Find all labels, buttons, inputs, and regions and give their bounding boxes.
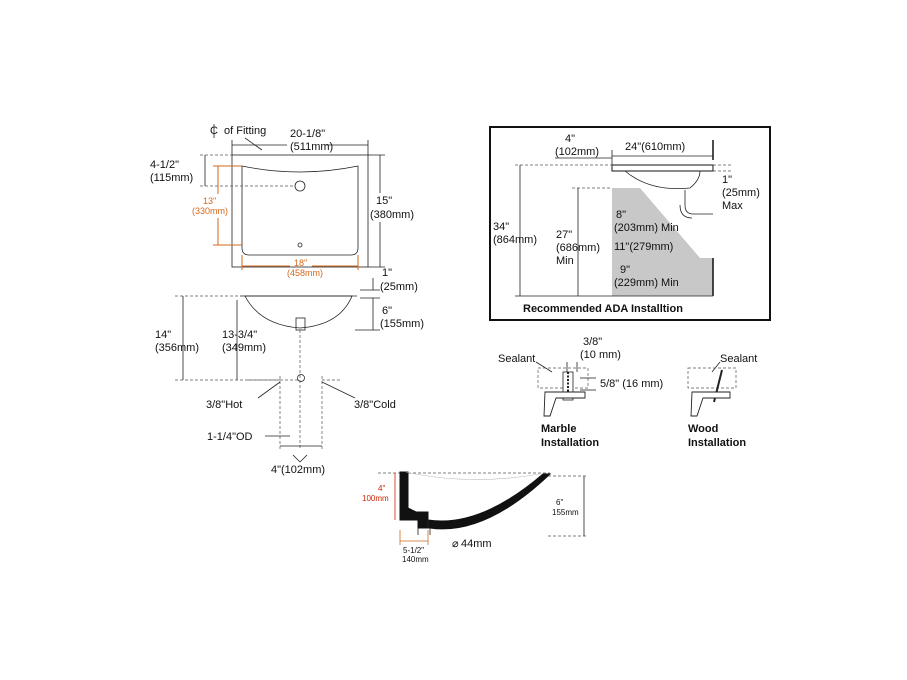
- cabinet-gray-area: [612, 188, 713, 296]
- section-drain-dia: 44mm: [461, 538, 492, 550]
- hot-label: 3/8"Hot: [206, 399, 242, 411]
- depth-in: 6": [382, 305, 392, 317]
- supply-outlet: [297, 374, 305, 382]
- ada-d27-min: Min: [556, 255, 574, 267]
- ada-d4-mm: (102mm): [555, 146, 599, 158]
- ada-d11: 11"(279mm): [614, 241, 673, 253]
- drain-hole: [297, 242, 303, 248]
- ada-d9-in: 9": [620, 264, 630, 276]
- total-height-mm: (356mm): [155, 342, 199, 354]
- sink-side-profile: [244, 295, 353, 329]
- top-width-mm: (511mm): [290, 141, 333, 153]
- outer-height-in: 15": [376, 195, 392, 207]
- marble-clip: [543, 391, 586, 417]
- rim-mm: (25mm): [380, 281, 418, 293]
- ada-sink-bowl: [624, 170, 701, 189]
- drain-tail: [295, 317, 306, 331]
- wood-slab: [687, 367, 737, 389]
- ada-d9-mm: (229mm) Min: [614, 277, 679, 289]
- ada-d1-in: 1": [722, 174, 732, 186]
- rim-in: 1": [382, 267, 392, 279]
- wood-sealant-label: Sealant: [720, 353, 757, 365]
- top-view: C of Fitting 20-1/8" (511mm) 4-1/2" (115…: [150, 124, 414, 278]
- marble-d58: 5/8" (16 mm): [600, 378, 663, 390]
- section-right-in: 6": [556, 498, 563, 507]
- offset-mm: (115mm): [150, 172, 193, 184]
- offset-in: 4-1/2": [150, 159, 179, 171]
- spacing-label: 4"(102mm): [271, 464, 325, 476]
- ada-d4-in: 4": [565, 133, 575, 145]
- ada-installation-panel: 4" (102mm) 24"(610mm) 1" (25mm) Max 34" …: [489, 126, 771, 321]
- drain-height-mm: (349mm): [222, 342, 266, 354]
- section-bottom-in: 5-1/2": [403, 546, 424, 555]
- inner-height-mm: (330mm): [192, 206, 228, 216]
- total-height-in: 14": [155, 329, 171, 341]
- inner-width-in: 18": [294, 258, 307, 268]
- outer-height-mm: (380mm): [370, 209, 414, 221]
- ada-d1-mm: (25mm): [722, 187, 760, 199]
- section-profile: [399, 471, 552, 530]
- section-view: 4" 100mm 6" 155mm ⌀ 44mm 5-1/2" 140mm: [362, 471, 586, 564]
- drain-height-in: 13-3/4": [222, 329, 257, 341]
- ada-d27-mm: (686mm): [556, 242, 600, 254]
- faucet-hole: [294, 180, 306, 192]
- od-label: 1-1/4"OD: [207, 431, 253, 443]
- drain-diameter-symbol: ⌀: [452, 538, 459, 550]
- marble-installation: Sealant 3/8" (10 mm) 5/8" (16 mm) Marble…: [498, 336, 663, 449]
- side-view: 1" (25mm) 6" (155mm) 14" (356mm) 13-3/4"…: [155, 267, 424, 476]
- ada-d34-in: 34": [493, 221, 509, 233]
- section-bottom-mm: 140mm: [402, 555, 429, 564]
- cold-label: 3/8"Cold: [354, 399, 396, 411]
- marble-d38-mm: (10 mm): [580, 349, 621, 361]
- inner-width-mm: (458mm): [287, 268, 323, 278]
- section-depth-mm: 100mm: [362, 494, 389, 503]
- sink-bowl-outline: [241, 165, 359, 256]
- top-width-in: 20-1/8": [290, 128, 325, 140]
- section-right-mm: 155mm: [552, 508, 579, 517]
- sink-outer-outline: [231, 154, 369, 268]
- wood-label-1: Wood: [688, 423, 718, 435]
- marble-label-2: Installation: [541, 437, 599, 449]
- ada-title: Recommended ADA Installtion: [523, 303, 683, 315]
- ada-d27-in: 27": [556, 229, 572, 241]
- ada-d24: 24"(610mm): [625, 141, 685, 153]
- ada-counter: [611, 164, 714, 172]
- wood-installation: Sealant Wood Installation: [687, 353, 757, 449]
- ada-d34-mm: (864mm): [493, 234, 537, 246]
- cl-fitting-label: of Fitting: [224, 125, 266, 137]
- section-depth-in: 4": [378, 484, 385, 493]
- marble-sealant-label: Sealant: [498, 353, 535, 365]
- ada-d1-max: Max: [722, 200, 743, 212]
- depth-mm: (155mm): [380, 318, 424, 330]
- inner-height-in: 13": [203, 196, 216, 206]
- ada-d8-mm: (203mm) Min: [614, 222, 679, 234]
- ada-d8-in: 8": [616, 209, 626, 221]
- marble-label-1: Marble: [541, 423, 576, 435]
- wood-label-2: Installation: [688, 437, 746, 449]
- wood-clip: [690, 391, 731, 417]
- marble-d38-in: 3/8": [583, 336, 602, 348]
